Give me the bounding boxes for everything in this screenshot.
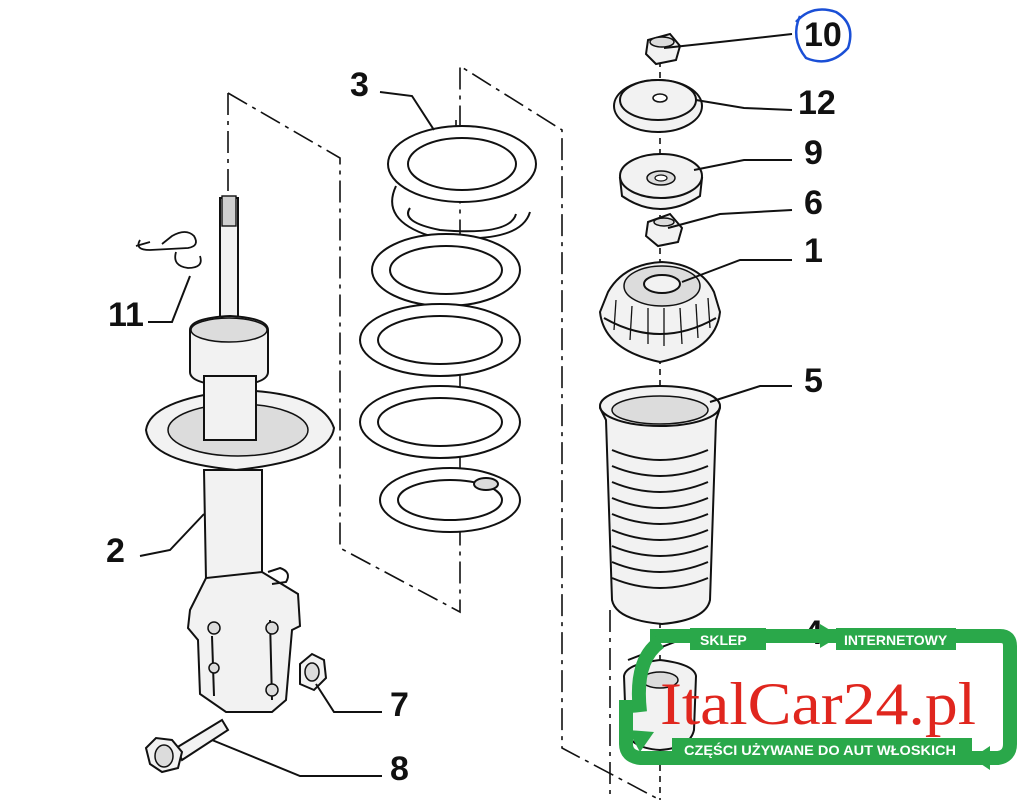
part-9-bearing xyxy=(618,153,704,210)
callouts: 10 12 9 6 1 5 3 11 2 7 8 4 xyxy=(106,8,852,788)
logo-tag-right: INTERNETOWY xyxy=(844,632,948,648)
logo-frame xyxy=(619,629,1017,765)
callout-2: 2 xyxy=(106,532,125,570)
callout-10: 10 xyxy=(804,16,842,54)
part-7-nut xyxy=(299,652,328,692)
part-1-top-mount xyxy=(598,260,722,364)
callout-9: 9 xyxy=(804,134,823,172)
part-5-dust-boot xyxy=(598,385,722,626)
part-8-bolt xyxy=(144,718,230,774)
part-2-strut xyxy=(144,195,336,713)
logo-tagline: CZĘŚCI UŻYWANE DO AUT WŁOSKICH xyxy=(684,741,956,758)
part-3-coil-spring xyxy=(359,125,537,533)
part-11-clip xyxy=(135,231,202,269)
callout-5: 5 xyxy=(804,362,823,400)
logo-tag-left: SKLEP xyxy=(700,632,747,648)
callout-11: 11 xyxy=(108,296,144,334)
italcar24-watermark: SKLEP INTERNETOWY ItalCar24.pl CZĘŚCI UŻ… xyxy=(619,624,1017,770)
logo-brand: ItalCar24.pl xyxy=(660,671,976,737)
part-10-nut xyxy=(644,32,682,66)
callout-3: 3 xyxy=(350,66,369,104)
part-12-washer xyxy=(613,79,703,133)
part-6-nut xyxy=(644,212,684,248)
callout-6: 6 xyxy=(804,184,823,222)
annotation-circle xyxy=(794,8,852,63)
callout-12: 12 xyxy=(798,84,836,122)
callout-7: 7 xyxy=(390,686,409,724)
callout-8: 8 xyxy=(390,750,409,788)
callout-1: 1 xyxy=(804,232,823,270)
